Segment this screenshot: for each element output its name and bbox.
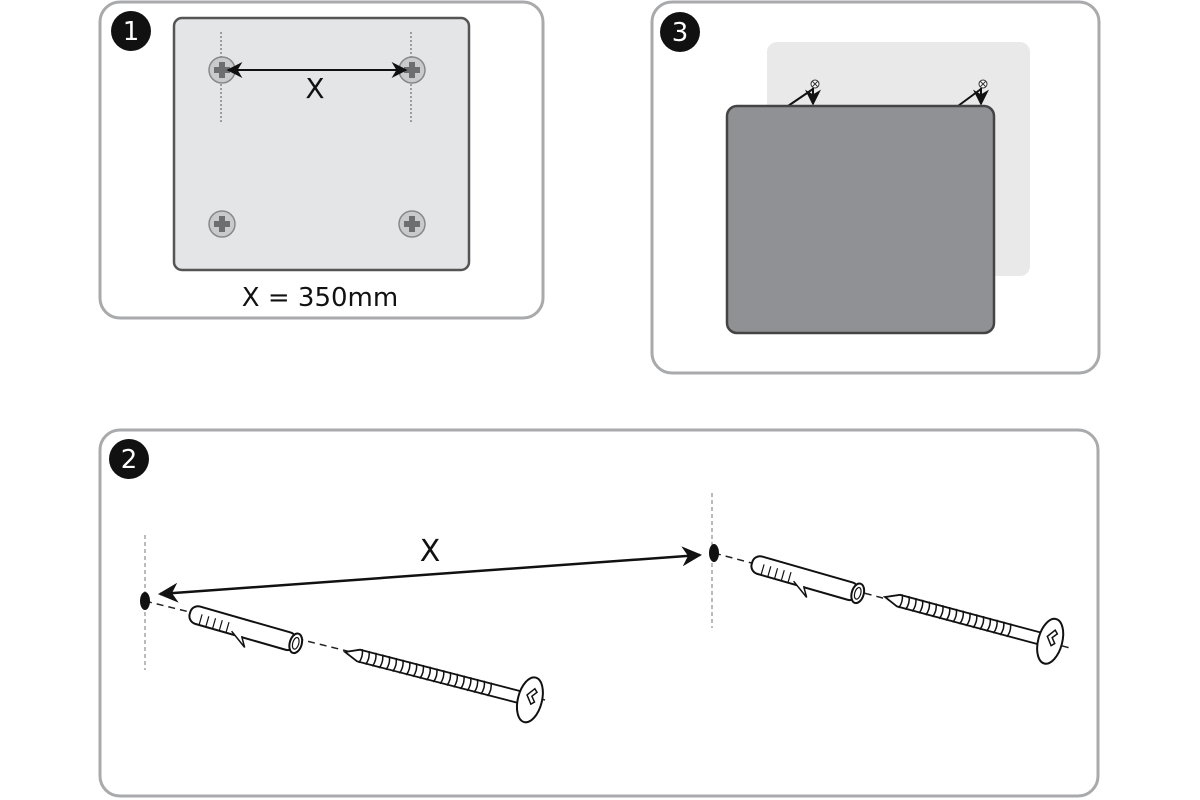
tv-screen: [725, 104, 996, 335]
step-2-badge: 2: [109, 439, 149, 479]
step-1-panel: 1 X X = 350mm: [98, 0, 545, 320]
svg-text:1: 1: [123, 17, 140, 47]
drill-hole: [140, 592, 150, 610]
hook-icon: [787, 79, 821, 107]
wall-anchor-icon: [188, 605, 304, 655]
spacing-caption: X = 350mm: [242, 283, 398, 313]
svg-text:X: X: [305, 72, 324, 105]
screw-icon: [342, 648, 544, 724]
step-1-badge: 1: [111, 11, 151, 51]
screw-icon: [882, 593, 1065, 665]
drill-hole: [709, 544, 719, 562]
tv-back-plate: [172, 16, 471, 272]
svg-text:X: X: [420, 534, 441, 569]
svg-text:2: 2: [121, 445, 138, 475]
hook-icon: [957, 79, 989, 107]
screw-hole-icon: [398, 210, 426, 238]
step-3-badge: 3: [660, 12, 700, 52]
wall-anchor-icon: [750, 555, 866, 605]
dimension-arrow: [158, 546, 702, 603]
step-3-panel: 3: [650, 0, 1101, 375]
svg-text:3: 3: [672, 18, 689, 48]
screw-hole-icon: [208, 210, 236, 238]
step-2-panel: 2 X: [98, 428, 1100, 798]
